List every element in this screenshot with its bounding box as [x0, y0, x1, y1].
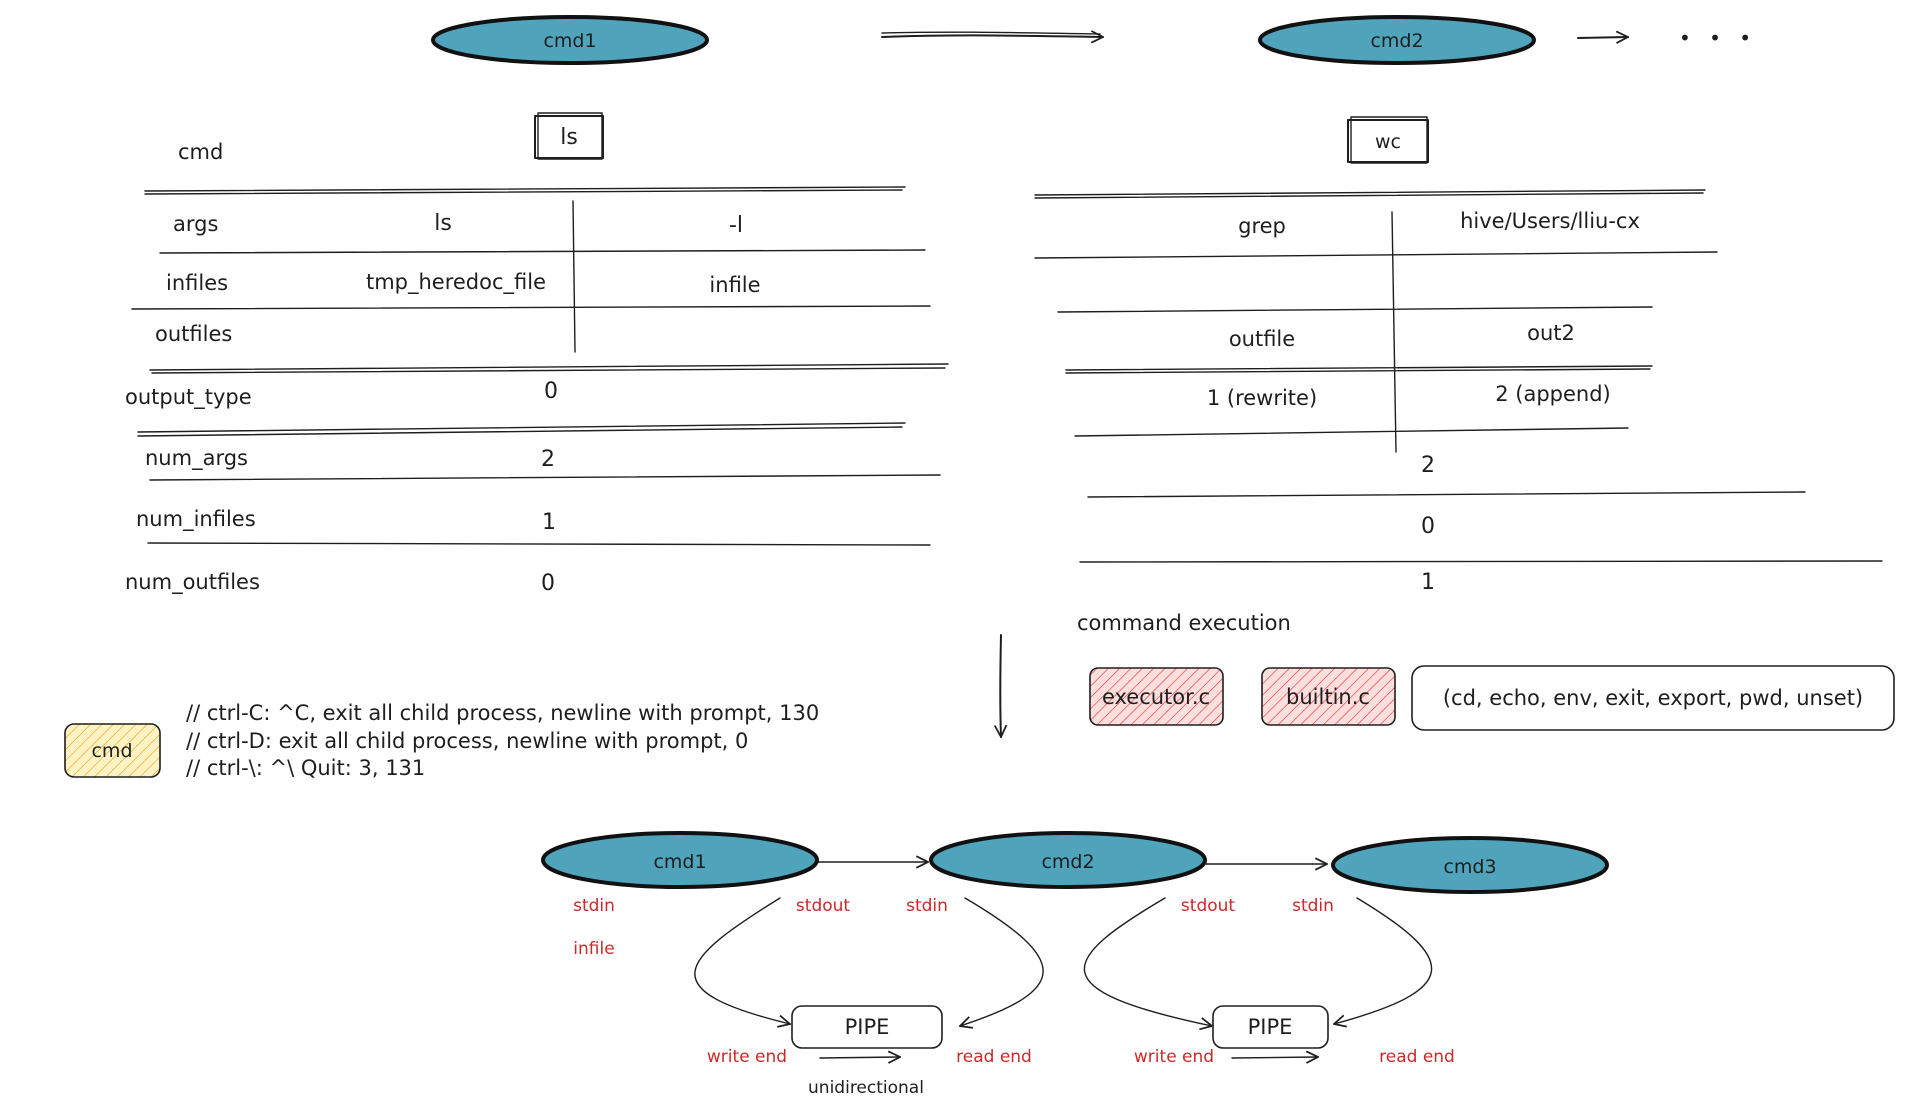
right-output-type-0: 1 (rewrite): [1207, 386, 1317, 410]
down-arrow: [1000, 634, 1001, 737]
stdout-to-pipe-2: [1083, 897, 1212, 1026]
pipe-box-1-label: PIPE: [845, 1015, 890, 1039]
top-arrow: [881, 35, 1103, 37]
pipe-node-cmd1-label: cmd1: [653, 851, 706, 873]
left-cmd-box: [534, 115, 604, 159]
signal-cmd-box: cmd: [64, 723, 161, 778]
read-end-label-2: read end: [1379, 1047, 1455, 1067]
left-num-args: 2: [541, 447, 555, 472]
signal-line-ctrl-d: // ctrl-D: exit all child process, newli…: [186, 729, 748, 753]
pipe-node-cmd2-label: cmd2: [1041, 851, 1094, 873]
write-end-label-1: write end: [707, 1047, 787, 1067]
left-table: ls cmd args infiles outfiles output_type…: [125, 112, 949, 596]
execution-title: command execution: [1077, 611, 1291, 635]
right-num-args: 2: [1421, 453, 1435, 478]
right-table: wc grep hive/Users/lliu-cx outfile out2 …: [1034, 116, 1883, 595]
left-infile-1: infile: [709, 273, 760, 297]
stdout-label-1: stdout: [796, 896, 850, 916]
signal-line-ctrl-c: // ctrl-C: ^C, exit all child process, n…: [186, 701, 819, 725]
left-cmd-value: ls: [560, 125, 578, 150]
left-arg-1: -l: [729, 213, 743, 238]
unidirectional-label: unidirectional: [808, 1078, 924, 1098]
direction-arrow-1: [819, 1057, 900, 1058]
right-num-infiles: 0: [1421, 514, 1435, 539]
top-node-cmd2: cmd2: [1258, 15, 1536, 65]
right-cmd-value: wc: [1375, 131, 1401, 153]
row-label-num-infiles: num_infiles: [136, 507, 256, 532]
builtin-file-label: builtin.c: [1286, 685, 1370, 709]
stdout-label-2: stdout: [1181, 896, 1235, 916]
pipe-box-2: PIPE: [1212, 1005, 1329, 1049]
left-output-type: 0: [544, 379, 558, 404]
row-label-output-type: output_type: [125, 385, 252, 410]
write-end-label-2: write end: [1134, 1047, 1214, 1067]
row-label-cmd: cmd: [178, 140, 223, 164]
right-output-type-1: 2 (append): [1495, 382, 1611, 406]
read-end-label-1: read end: [956, 1047, 1032, 1067]
top-node-cmd1-label: cmd1: [543, 30, 596, 52]
builtins-list-text: (cd, echo, env, exit, export, pwd, unset…: [1443, 686, 1863, 710]
signals-section: cmd // ctrl-C: ^C, exit all child proces…: [64, 701, 819, 780]
row-label-infiles: infiles: [166, 271, 228, 295]
stdin-label-2: stdin: [906, 896, 948, 916]
direction-arrow-2: [1231, 1057, 1318, 1058]
row-label-num-args: num_args: [145, 446, 248, 471]
executor-file: executor.c: [1089, 667, 1224, 726]
pipe-node-cmd3: cmd3: [1331, 836, 1609, 894]
row-label-args: args: [173, 212, 218, 236]
left-arg-0: ls: [434, 211, 452, 236]
right-cmd-box: [1347, 119, 1429, 163]
stdout-to-pipe-1: [694, 897, 790, 1024]
executor-file-label: executor.c: [1102, 685, 1210, 709]
left-infile-0: tmp_heredoc_file: [366, 270, 546, 295]
pipeline: cmd1 cmd2 cmd3 stdin infile stdout stdin…: [541, 831, 1609, 1098]
builtins-list: (cd, echo, env, exit, export, pwd, unset…: [1411, 665, 1895, 731]
right-arg-0: grep: [1238, 214, 1286, 238]
signal-line-ctrl-backslash: // ctrl-\: ^\ Quit: 3, 131: [186, 756, 425, 780]
right-num-outfiles: 1: [1421, 570, 1435, 595]
pipe-node-cmd2: cmd2: [929, 831, 1207, 889]
pipe-node-cmd3-label: cmd3: [1443, 856, 1496, 878]
right-arg-1: hive/Users/lliu-cx: [1460, 209, 1640, 233]
pipe-box-2-label: PIPE: [1248, 1015, 1293, 1039]
infile-label: infile: [573, 939, 614, 959]
stdin-label-1: stdin: [573, 896, 615, 916]
pipe-node-cmd1: cmd1: [541, 831, 819, 889]
right-outfile-1: out2: [1527, 321, 1575, 345]
top-node-cmd2-label: cmd2: [1370, 30, 1423, 52]
ellipsis: • • •: [1679, 26, 1757, 50]
signal-cmd-label: cmd: [91, 740, 132, 762]
row-label-outfiles: outfiles: [155, 322, 232, 346]
right-outfile-0: outfile: [1229, 327, 1295, 351]
left-num-infiles: 1: [542, 510, 556, 535]
pipe-to-stdin-1: [960, 897, 1044, 1026]
execution-section: command execution executor.c builtin.c (…: [1077, 611, 1895, 731]
pipe-box-1: PIPE: [791, 1005, 943, 1049]
row-label-num-outfiles: num_outfiles: [125, 570, 260, 595]
builtin-file: builtin.c: [1261, 667, 1396, 726]
stdin-label-3: stdin: [1292, 896, 1334, 916]
top-node-cmd1: cmd1: [431, 15, 709, 65]
left-num-outfiles: 0: [541, 571, 555, 596]
pipe-to-stdin-3: [1334, 897, 1433, 1024]
top-arrow-2: [1577, 37, 1628, 38]
